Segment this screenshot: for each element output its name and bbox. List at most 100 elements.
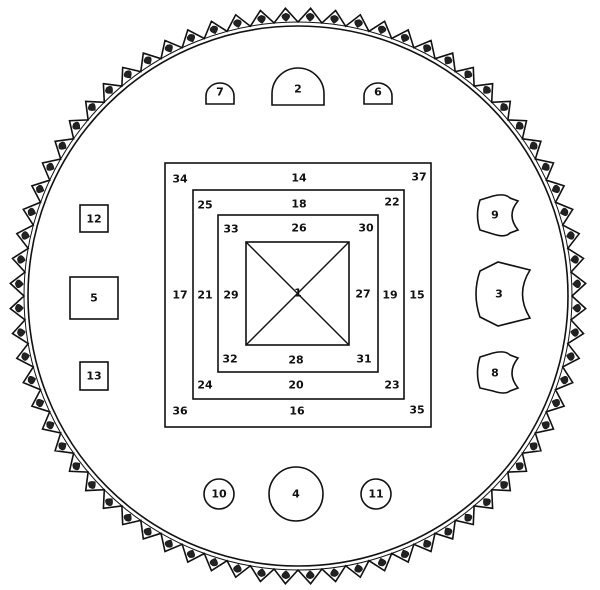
middle-square — [192, 189, 405, 400]
border-petal — [14, 279, 24, 289]
central-square — [245, 241, 350, 346]
border-petal — [354, 19, 363, 28]
label-5: 5 — [90, 292, 98, 305]
border-petal — [72, 462, 81, 471]
border-petal — [27, 376, 37, 385]
border-petal — [88, 481, 96, 489]
border-petal — [515, 462, 524, 471]
border-petal — [58, 442, 67, 451]
border-petal — [27, 207, 37, 216]
border-petal — [143, 527, 152, 536]
label-3: 3 — [495, 288, 503, 301]
border-petal — [21, 352, 30, 361]
label-27: 27 — [355, 288, 370, 301]
border-petal — [444, 527, 453, 536]
label-21: 21 — [197, 289, 212, 302]
border-petal — [58, 141, 67, 150]
border-petal — [186, 549, 196, 558]
border-petal — [281, 570, 291, 580]
label-30: 30 — [358, 222, 374, 235]
border-petal — [105, 498, 113, 506]
border-petal — [36, 184, 45, 194]
border-petal — [551, 398, 560, 408]
border-petal — [541, 162, 550, 171]
border-petal — [17, 328, 26, 337]
border-petal — [305, 570, 315, 580]
border-petal — [354, 564, 363, 573]
label-35: 35 — [409, 404, 424, 417]
circle-11 — [360, 478, 392, 510]
border-petal — [105, 86, 113, 94]
border-petal — [464, 70, 473, 79]
border-petal — [572, 279, 582, 289]
border-petal — [570, 255, 579, 264]
border-petal — [88, 103, 96, 111]
label-18: 18 — [291, 198, 306, 211]
decorative-outer-border — [9, 7, 587, 585]
label-1: 1 — [294, 287, 302, 300]
border-petal — [529, 442, 538, 451]
label-19: 19 — [382, 289, 397, 302]
label-7: 7 — [216, 86, 224, 99]
label-2: 2 — [294, 83, 302, 96]
square-13 — [79, 361, 109, 391]
label-20: 20 — [288, 379, 304, 392]
border-petal — [551, 184, 560, 194]
label-25: 25 — [197, 199, 212, 212]
border-petal — [209, 25, 218, 35]
border-petal — [529, 141, 538, 150]
crescent-9 — [476, 194, 520, 237]
border-petal — [400, 34, 410, 43]
crescent-8 — [476, 351, 520, 394]
circle-10 — [203, 478, 235, 510]
label-15: 15 — [409, 289, 424, 302]
label-31: 31 — [356, 353, 371, 366]
label-17: 17 — [172, 289, 187, 302]
label-11: 11 — [368, 488, 383, 501]
border-petal — [209, 557, 218, 567]
label-26: 26 — [291, 222, 307, 235]
border-petal — [233, 19, 242, 28]
border-petal — [566, 352, 575, 361]
border-base-circle — [23, 21, 573, 571]
outer-square — [164, 162, 432, 428]
label-32: 32 — [222, 353, 237, 366]
border-petal — [46, 162, 55, 171]
label-28: 28 — [288, 354, 303, 367]
label-9: 9 — [491, 209, 499, 222]
border-petal — [21, 231, 30, 240]
border-petal — [17, 255, 26, 264]
label-16: 16 — [289, 405, 305, 418]
border-petal — [330, 568, 339, 577]
label-36: 36 — [172, 405, 188, 418]
square-5 — [69, 276, 119, 320]
half-dome-6 — [363, 82, 393, 105]
border-petal — [123, 513, 132, 522]
border-petal — [515, 121, 524, 130]
border-petal — [257, 568, 266, 577]
label-8: 8 — [491, 367, 499, 380]
border-petal — [186, 34, 196, 43]
border-petal — [483, 498, 491, 506]
border-petal — [281, 12, 291, 22]
label-24: 24 — [197, 379, 213, 392]
border-petal — [46, 421, 55, 430]
border-petal — [14, 303, 24, 313]
border-petal — [233, 564, 242, 573]
label-14: 14 — [291, 172, 307, 185]
border-zigzag — [9, 7, 587, 585]
border-petal — [566, 231, 575, 240]
border-petal — [500, 481, 508, 489]
label-22: 22 — [384, 196, 399, 209]
border-petal — [572, 303, 582, 313]
label-29: 29 — [223, 289, 238, 302]
half-dome-2 — [271, 67, 325, 106]
border-petal — [378, 25, 387, 35]
border-petal — [483, 86, 491, 94]
border-petal — [500, 103, 508, 111]
border-petal — [143, 56, 152, 65]
inner-square — [217, 214, 379, 373]
border-petal — [36, 398, 45, 408]
border-petal — [123, 70, 132, 79]
